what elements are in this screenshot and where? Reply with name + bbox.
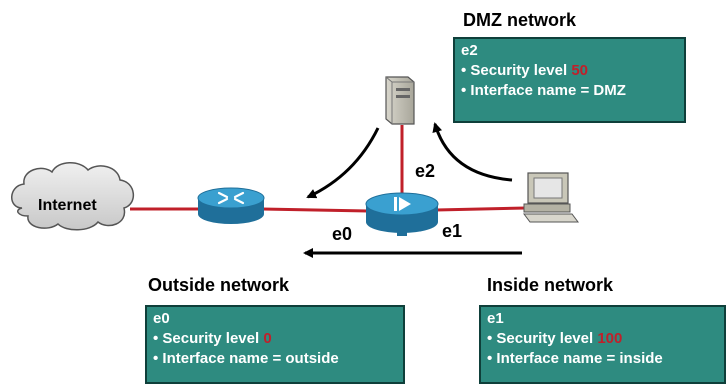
- dmz-info-box: e2 • Security level 50 • Interface name …: [453, 37, 686, 123]
- inside-security-line: • Security level 100: [487, 329, 718, 349]
- inside-info-box: e1 • Security level 100 • Interface name…: [479, 305, 726, 384]
- outside-security-label: • Security level: [153, 330, 264, 347]
- dmz-network-heading: DMZ network: [463, 10, 577, 30]
- network-links: [130, 125, 527, 213]
- inside-security-level: 100: [597, 330, 623, 347]
- outside-info-box: e0 • Security level 0 • Interface name =…: [145, 305, 405, 384]
- outside-security-line: • Security level 0: [153, 329, 397, 349]
- cloud-icon: [11, 162, 134, 231]
- inside-security-label: • Security level: [487, 330, 598, 347]
- traffic-arrows: [303, 122, 522, 258]
- dmz-interface-name: • Interface name = DMZ: [461, 82, 626, 99]
- outside-network-heading: Outside network: [148, 275, 290, 295]
- link-firewall-workstation: [435, 206, 527, 212]
- server-icon: [385, 76, 415, 125]
- inside-interface: e1: [487, 310, 504, 327]
- outside-security-level: 0: [263, 330, 272, 347]
- dmz-security-level: 50: [571, 62, 588, 79]
- inside-network-heading: Inside network: [487, 275, 614, 295]
- e2-label: e2: [415, 161, 436, 181]
- dmz-interface: e2: [461, 42, 478, 59]
- e0-label: e0: [332, 224, 353, 244]
- dmz-security-line: • Security level 50: [461, 61, 678, 81]
- internet-label: Internet: [38, 197, 97, 214]
- dmz-security-label: • Security level: [461, 62, 572, 79]
- firewall-icon: [365, 192, 439, 236]
- e1-label: e1: [442, 221, 463, 241]
- router-icon: [197, 187, 265, 224]
- workstation-icon: [523, 172, 579, 223]
- outside-interface: e0: [153, 310, 170, 327]
- arrow-inside-to-dmz: [432, 122, 513, 182]
- inside-interface-name: • Interface name = inside: [487, 350, 663, 367]
- link-router-firewall: [261, 207, 369, 213]
- arrow-server-to-outside: [306, 127, 380, 199]
- outside-interface-name: • Interface name = outside: [153, 350, 339, 367]
